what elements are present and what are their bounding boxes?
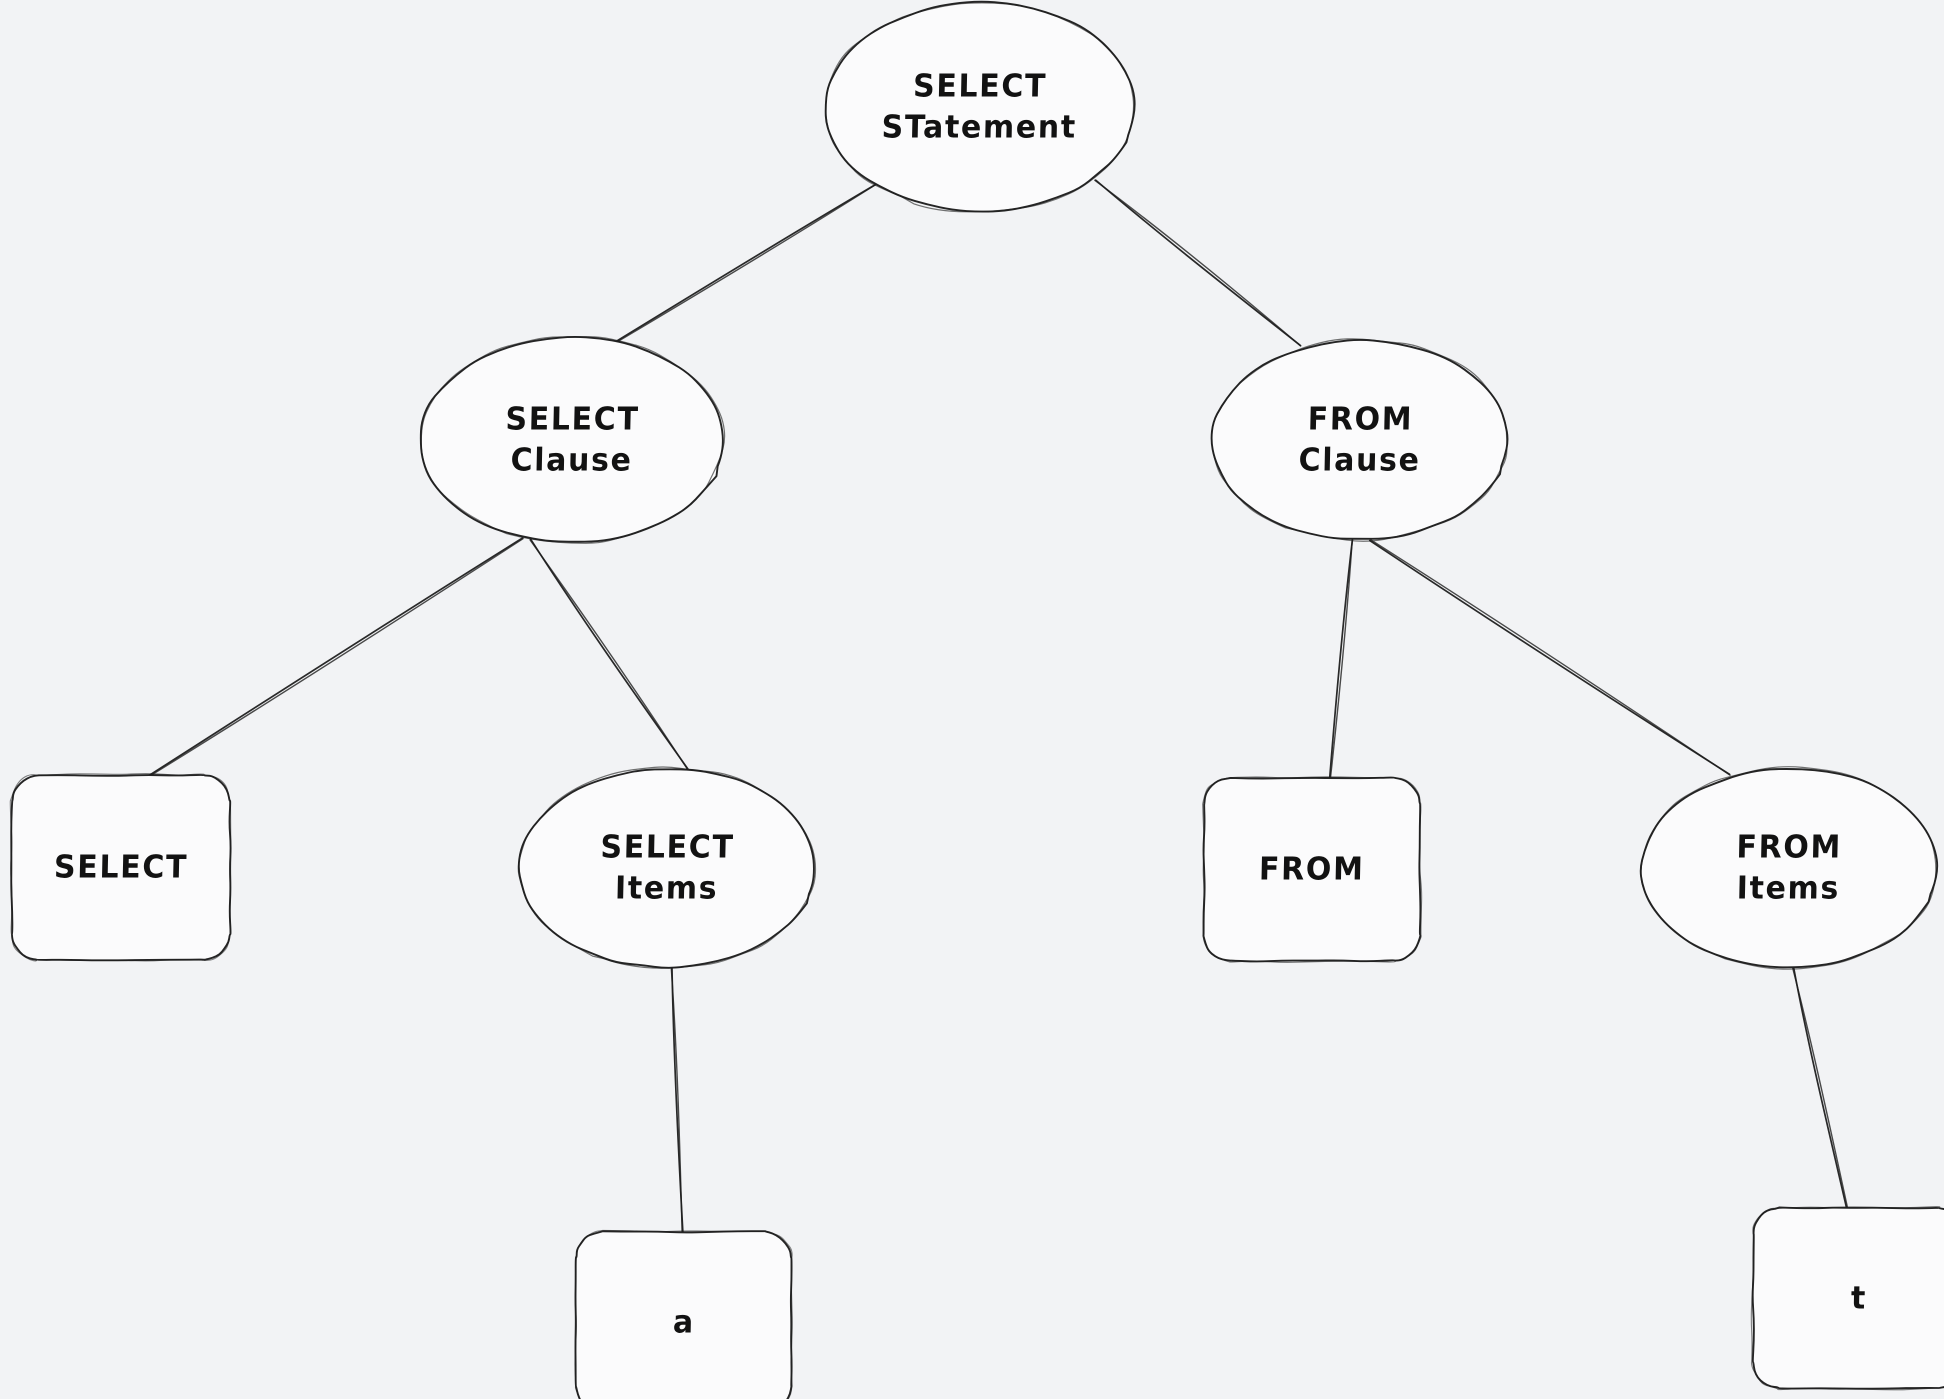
edge-from-items-to-table-t [1791,966,1850,1214]
edge-select-clause-to-select-items [529,538,691,774]
node-select-terminal[interactable]: SELECT [12,775,230,960]
node-from-terminal[interactable]: FROM [1204,778,1420,961]
node-label: SELECT Clause [504,401,640,479]
node-table-t[interactable]: t [1753,1208,1944,1388]
edge-from-clause-to-from-terminal [1328,538,1354,781]
edge-select-statement-to-select-clause [615,180,882,344]
node-label: FROM [1258,851,1366,888]
node-from-items[interactable]: FROM Items [1641,768,1937,968]
node-label: SELECT [53,849,189,886]
node-select-items[interactable]: SELECT Items [519,768,815,968]
node-label: FROM Items [1736,829,1843,907]
node-label: t [1850,1279,1868,1317]
edge-select-clause-to-select-terminal [146,537,524,779]
node-label: SELECT STatement [881,68,1078,146]
node-select-clause[interactable]: SELECT Clause [420,337,724,543]
node-label: SELECT Items [599,829,735,907]
edge-select-items-to-column-a [670,966,684,1235]
edge-select-statement-to-from-clause [1094,179,1302,347]
edge-from-clause-to-from-items [1368,539,1731,776]
node-column-a[interactable]: a [576,1232,791,1399]
node-select-statement[interactable]: SELECT STatement [825,2,1135,212]
node-label: FROM Clause [1298,401,1421,479]
node-from-clause[interactable]: FROM Clause [1212,340,1508,540]
node-label: a [672,1303,695,1341]
